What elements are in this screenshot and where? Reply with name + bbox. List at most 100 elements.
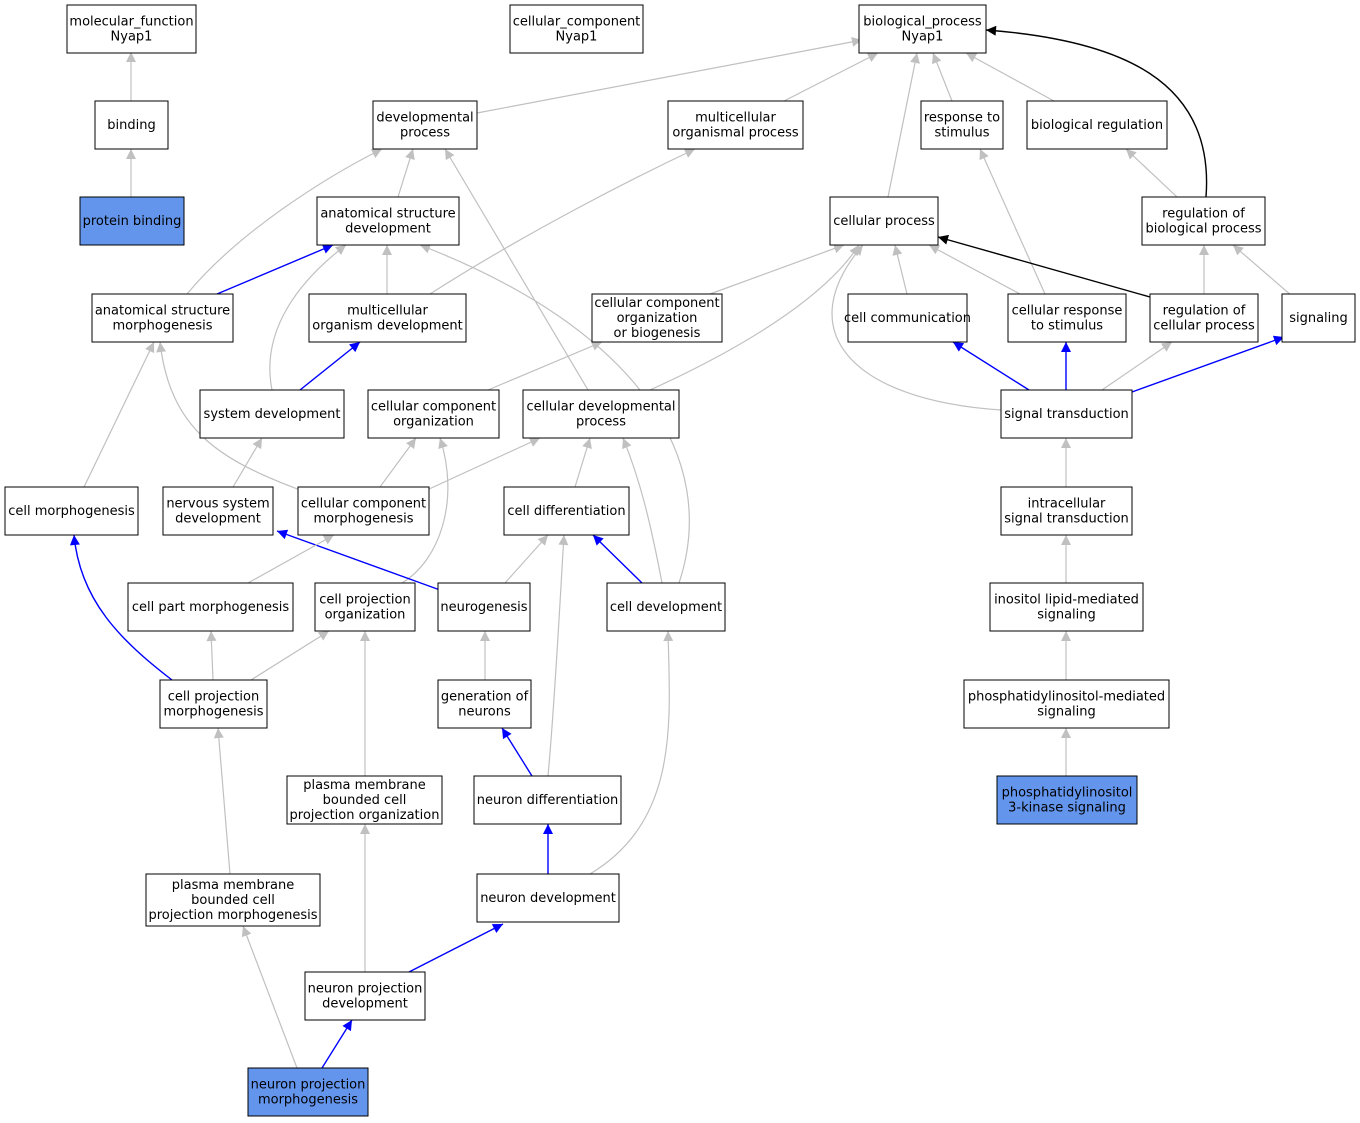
node-box[interactable] [247, 1067, 369, 1117]
node-cellcomm[interactable]: cell communication [844, 293, 971, 343]
node-box[interactable] [1000, 389, 1133, 439]
node-box[interactable] [503, 486, 630, 536]
node-box[interactable] [829, 196, 939, 246]
node-box[interactable] [858, 4, 987, 54]
node-label-line: multicellular [347, 304, 428, 319]
node-protbind[interactable]: protein binding [79, 196, 185, 246]
node-label-line: neuron development [480, 891, 616, 906]
node-label-line: phosphatidylinositol-mediated [968, 690, 1165, 705]
node-box[interactable] [297, 486, 430, 536]
node-box[interactable] [1149, 293, 1259, 343]
node-label-line: anatomical structure [320, 207, 455, 222]
node-box[interactable] [476, 873, 620, 923]
edge-cpm-to-cellpartmorph [206, 630, 217, 681]
node-box[interactable] [66, 4, 197, 54]
node-box[interactable] [314, 582, 416, 632]
node-box[interactable] [1281, 293, 1356, 343]
node-box[interactable] [473, 775, 622, 825]
edge-cellresp-to-resp [979, 148, 1046, 295]
node-box[interactable] [79, 196, 185, 246]
node-box[interactable] [1000, 486, 1133, 536]
node-box[interactable] [308, 293, 467, 343]
node-box[interactable] [606, 582, 726, 632]
edge-pmbcpm-to-cpm [213, 727, 231, 875]
node-sigtrans[interactable]: signal transduction [1000, 389, 1133, 439]
node-label-line: morphogenesis [112, 319, 212, 334]
node-celldev[interactable]: cell development [606, 582, 726, 632]
node-cellpartmorph[interactable]: cell part morphogenesis [127, 582, 294, 632]
node-celldiff[interactable]: cell differentiation [503, 486, 630, 536]
node-box[interactable] [145, 873, 321, 927]
node-neurdiff[interactable]: neuron differentiation [473, 775, 622, 825]
node-neurdev[interactable]: neuron development [476, 873, 620, 923]
node-box[interactable] [591, 293, 723, 343]
node-box[interactable] [1007, 293, 1127, 343]
node-box[interactable] [286, 775, 443, 825]
node-cellproc[interactable]: cellular process [829, 196, 939, 246]
node-label-line: Nyap1 [902, 30, 944, 45]
node-box[interactable] [94, 100, 169, 150]
node-box[interactable] [989, 582, 1144, 632]
node-signaling[interactable]: signaling [1281, 293, 1356, 343]
edge-celldevproc-to-devproc [444, 148, 589, 391]
node-binding[interactable]: binding [94, 100, 169, 150]
node-neurogenesis[interactable]: neurogenesis [437, 582, 531, 632]
node-box[interactable] [304, 971, 426, 1021]
node-box[interactable] [91, 293, 234, 343]
node-box[interactable] [509, 4, 644, 54]
edge-cellcomm-to-cellproc [892, 244, 908, 295]
node-box[interactable] [437, 679, 532, 729]
node-box[interactable] [367, 389, 500, 439]
node-box[interactable] [963, 679, 1170, 729]
node-box[interactable] [162, 486, 274, 536]
edge-anatmorph-to-anatdev [216, 244, 334, 295]
node-label-line: cellular component [371, 400, 496, 415]
node-box[interactable] [847, 293, 968, 343]
node-box[interactable] [159, 679, 268, 729]
node-bioreg[interactable]: biological regulation [1026, 100, 1168, 150]
node-box[interactable] [996, 775, 1138, 825]
node-box[interactable] [4, 486, 139, 536]
node-box[interactable] [437, 582, 531, 632]
node-box[interactable] [127, 582, 294, 632]
node-box[interactable] [1141, 196, 1266, 246]
node-box[interactable] [372, 100, 478, 150]
node-box[interactable] [920, 100, 1004, 150]
node-box[interactable] [316, 196, 460, 246]
node-box[interactable] [667, 100, 804, 150]
node-cellmorph[interactable]: cell morphogenesis [4, 486, 139, 536]
node-box[interactable] [522, 389, 680, 439]
node-label-line: biological_process [863, 15, 982, 30]
node-box[interactable] [199, 389, 345, 439]
node-box[interactable] [1026, 100, 1168, 150]
node-sysdev[interactable]: system development [199, 389, 345, 439]
